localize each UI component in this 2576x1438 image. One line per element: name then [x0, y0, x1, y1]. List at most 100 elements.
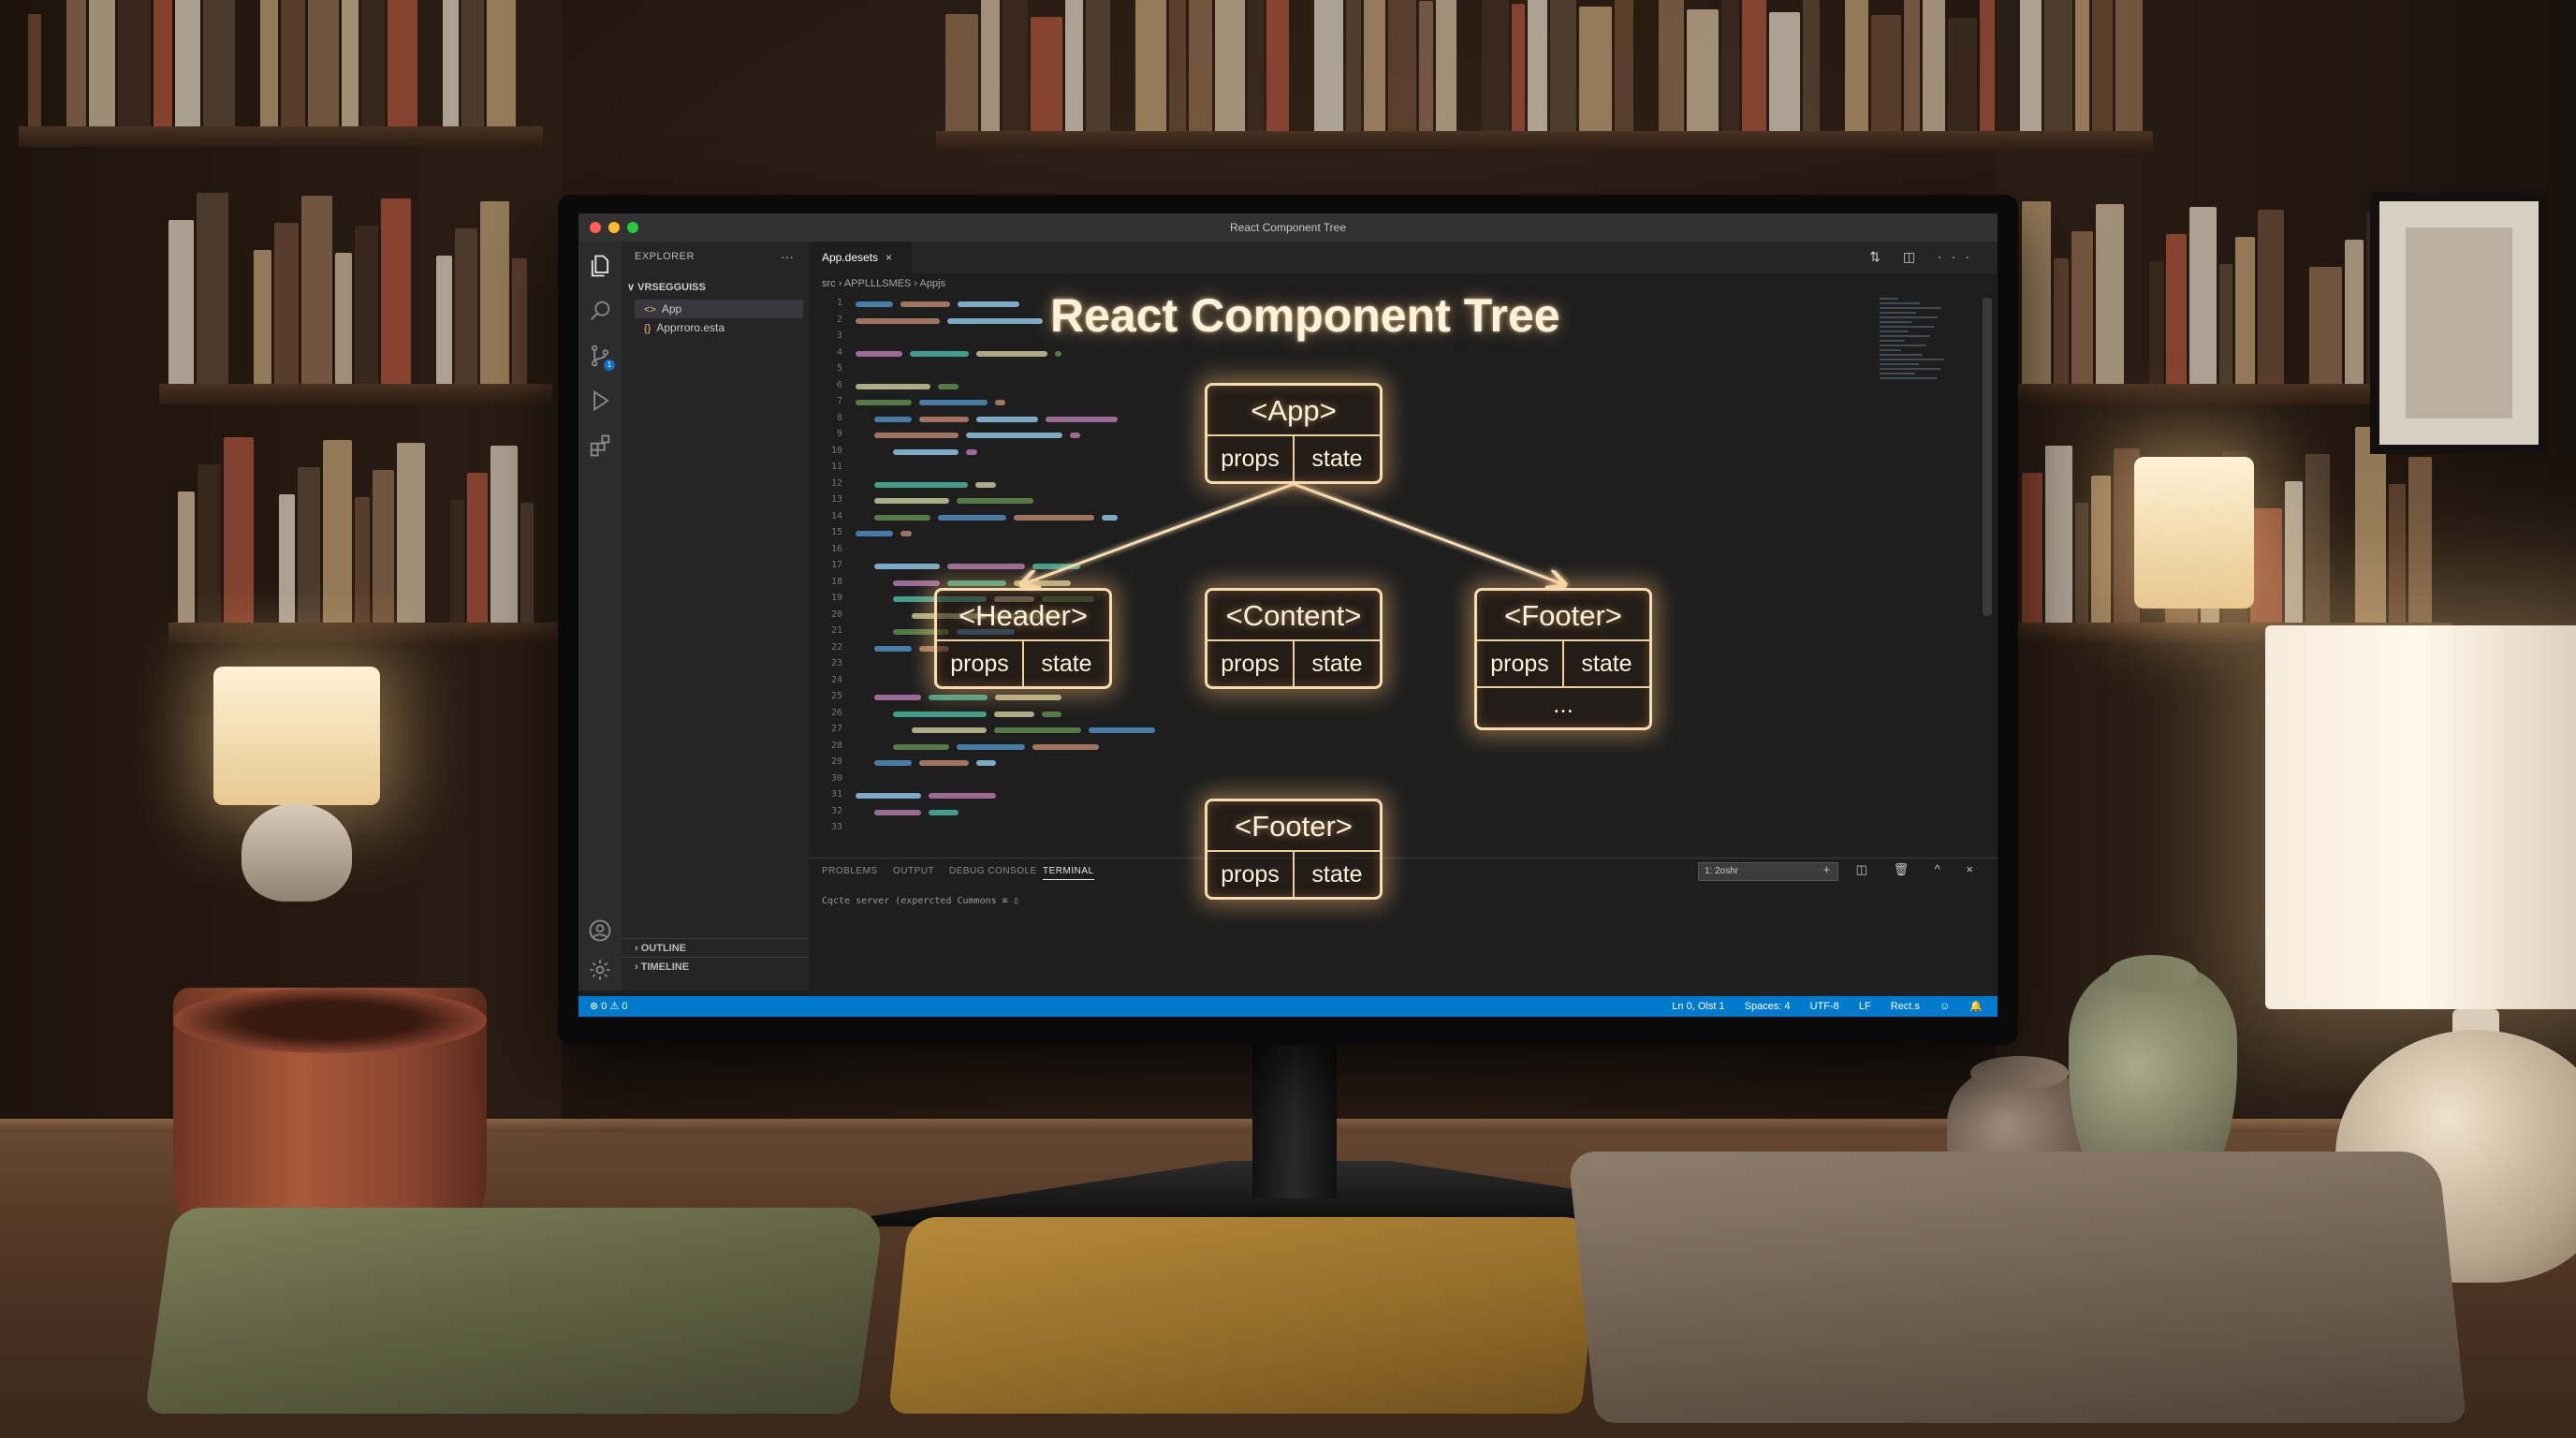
code-token — [856, 317, 940, 324]
source-control-icon[interactable]: 1 — [587, 343, 615, 371]
book-spine — [1904, 0, 1920, 131]
maximize-window-button[interactable] — [627, 222, 638, 233]
minimap-line — [1880, 363, 1919, 365]
code-token — [874, 564, 940, 569]
book-spine — [1923, 0, 1945, 131]
code-token — [958, 301, 1019, 307]
close-window-button[interactable] — [590, 222, 601, 233]
book-spine — [2219, 264, 2232, 384]
problems-status[interactable]: ⊗ 0 ⚠ 0 — [590, 1001, 628, 1012]
editor-actions[interactable]: ⇅ ◫ ··· — [1869, 249, 1979, 264]
code-token — [874, 695, 921, 700]
book-spine — [260, 0, 278, 126]
files-icon[interactable] — [587, 253, 613, 279]
shelf-board — [168, 623, 562, 643]
code-token — [957, 743, 1025, 750]
node-state: state — [1293, 436, 1380, 481]
book-spine — [1721, 0, 1739, 131]
book-spine — [1189, 0, 1212, 131]
explorer-header: EXPLORER — [635, 251, 695, 262]
indentation[interactable]: Spaces: 4 — [1744, 1001, 1791, 1012]
code-token — [919, 400, 988, 405]
code-token — [900, 301, 950, 307]
minimize-window-button[interactable] — [608, 222, 620, 233]
code-token — [938, 383, 959, 389]
code-token — [893, 580, 940, 586]
gear-icon[interactable] — [587, 957, 613, 983]
book-spine — [1346, 0, 1361, 131]
monitor-stand-neck — [1252, 1039, 1337, 1198]
line-number: 8 — [836, 412, 842, 423]
line-number: 11 — [830, 462, 842, 472]
close-icon[interactable]: × — [886, 251, 893, 264]
left-table-lamp-base — [242, 803, 352, 902]
code-token — [947, 580, 1006, 586]
book-spine — [397, 443, 425, 623]
line-number: 4 — [836, 346, 842, 358]
book-spine — [381, 198, 411, 384]
book-spine — [28, 14, 41, 126]
file-item-app[interactable]: <>App — [635, 300, 803, 318]
explorer-more-icon[interactable]: ··· — [781, 249, 794, 264]
code-token — [994, 727, 1081, 733]
code-token — [1014, 580, 1071, 586]
editor-scrollbar[interactable] — [1983, 298, 1992, 616]
code-token — [874, 760, 912, 766]
tab-output[interactable]: OUTPUT — [893, 866, 935, 876]
line-number: 13 — [830, 494, 842, 505]
book-spine — [945, 14, 978, 131]
node-state: state — [1293, 852, 1380, 897]
code-token — [912, 727, 987, 733]
book-spine — [2305, 454, 2330, 623]
tab-problems[interactable]: PROBLEMS — [822, 866, 878, 876]
minimap-line — [1880, 359, 1944, 360]
line-ending[interactable]: LF — [1858, 1001, 1871, 1012]
cursor-position[interactable]: Ln 0, Olst 1 — [1672, 1001, 1725, 1012]
encoding[interactable]: UTF-8 — [1809, 1001, 1839, 1012]
code-token — [1032, 564, 1080, 569]
workspace-folder[interactable]: ∨ VRSEGGUISS — [627, 282, 706, 293]
code-editor[interactable] — [856, 294, 1698, 856]
book-spine — [1980, 0, 1995, 131]
book-spine — [224, 437, 254, 623]
shelf-board — [2012, 384, 2406, 404]
run-debug-icon[interactable] — [587, 388, 613, 414]
bell-icon[interactable]: 🔔 — [1969, 1001, 1983, 1012]
line-number: 25 — [830, 691, 842, 701]
minimap-line — [1880, 298, 1898, 300]
tab-debug-console[interactable]: DEBUG CONSOLE — [949, 866, 1037, 876]
folded-cloth-taupe — [1567, 1152, 2467, 1423]
file-item-json[interactable]: {}Apprroro.esta — [635, 318, 803, 337]
account-icon[interactable] — [587, 917, 613, 944]
line-number: 21 — [830, 625, 842, 636]
search-icon[interactable] — [587, 298, 613, 324]
minimap[interactable] — [1880, 298, 1945, 391]
book-spine — [2258, 210, 2284, 384]
book-spine — [308, 0, 339, 126]
source-control-badge: 1 — [604, 360, 615, 371]
breadcrumb[interactable]: src › APPLLLSMES › Appjs — [809, 273, 1998, 294]
book-spine — [1615, 0, 1633, 131]
code-token — [1102, 514, 1118, 521]
timeline-section[interactable]: › TIMELINE — [622, 957, 809, 976]
status-bar: ⊗ 0 ⚠ 0 Ln 0, Olst 1 Spaces: 4 UTF-8 LF … — [578, 996, 1998, 1017]
code-token — [1070, 433, 1080, 438]
line-number: 23 — [830, 658, 842, 668]
folded-cloth-mustard — [887, 1217, 1603, 1414]
outline-section[interactable]: › OUTLINE — [622, 938, 809, 957]
book-spine — [2345, 240, 2364, 384]
tab-terminal[interactable]: TERMINAL — [1043, 866, 1094, 880]
code-token — [874, 481, 968, 488]
status-right: Ln 0, Olst 1 Spaces: 4 UTF-8 LF Rect.s ☺… — [1655, 996, 1983, 1017]
panel-actions[interactable]: + ◫ 🗑 ^ × — [1822, 862, 1984, 876]
book-spine — [2309, 267, 2342, 384]
book-spine — [2075, 503, 2088, 623]
feedback-icon[interactable]: ☺ — [1939, 1001, 1951, 1012]
book-spine — [274, 223, 299, 384]
terminal-output[interactable]: Cqcte server (expercted Cummons ≡ ▯ — [822, 896, 1019, 906]
code-token — [856, 400, 912, 405]
terminal-select[interactable]: 1: 2oshr — [1698, 862, 1838, 881]
extensions-icon[interactable] — [587, 433, 613, 459]
language-mode[interactable]: Rect.s — [1890, 1001, 1920, 1012]
tab-app[interactable]: App.desets× — [809, 242, 912, 273]
